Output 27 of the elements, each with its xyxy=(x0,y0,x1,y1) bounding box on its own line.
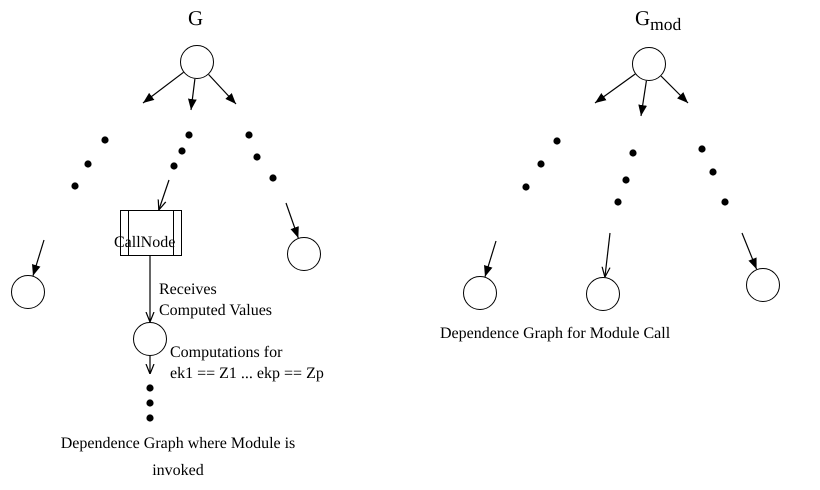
circle-node xyxy=(586,277,620,311)
diagram-caption: Dependence Graph for Module Call xyxy=(440,324,672,344)
circle-node xyxy=(632,47,666,81)
circle-node xyxy=(463,276,497,310)
circle-node xyxy=(180,45,214,79)
diagram-caption: Dependence Graph where Module is invoked xyxy=(60,434,296,481)
arrow xyxy=(158,180,170,211)
arrow xyxy=(208,74,236,104)
circle-node xyxy=(287,237,321,271)
node-note: Computations for ek1 == Z1 ... ekp == Zp xyxy=(170,343,325,384)
arrow xyxy=(285,202,299,238)
arrow xyxy=(484,240,497,277)
arrow xyxy=(188,78,197,110)
arrow xyxy=(145,356,155,375)
circle-node xyxy=(746,268,780,302)
arrow xyxy=(32,240,45,276)
arrow xyxy=(660,76,688,104)
arrow xyxy=(145,256,155,323)
arrow xyxy=(741,232,758,270)
circle-node xyxy=(11,275,45,309)
arrow xyxy=(601,232,611,278)
graph-title: G xyxy=(188,8,204,28)
arrow xyxy=(594,74,636,104)
graph-title: G$_{mod}$ xyxy=(635,8,682,34)
arrow xyxy=(142,72,184,104)
arrow xyxy=(638,80,648,116)
circle-node xyxy=(133,322,167,356)
